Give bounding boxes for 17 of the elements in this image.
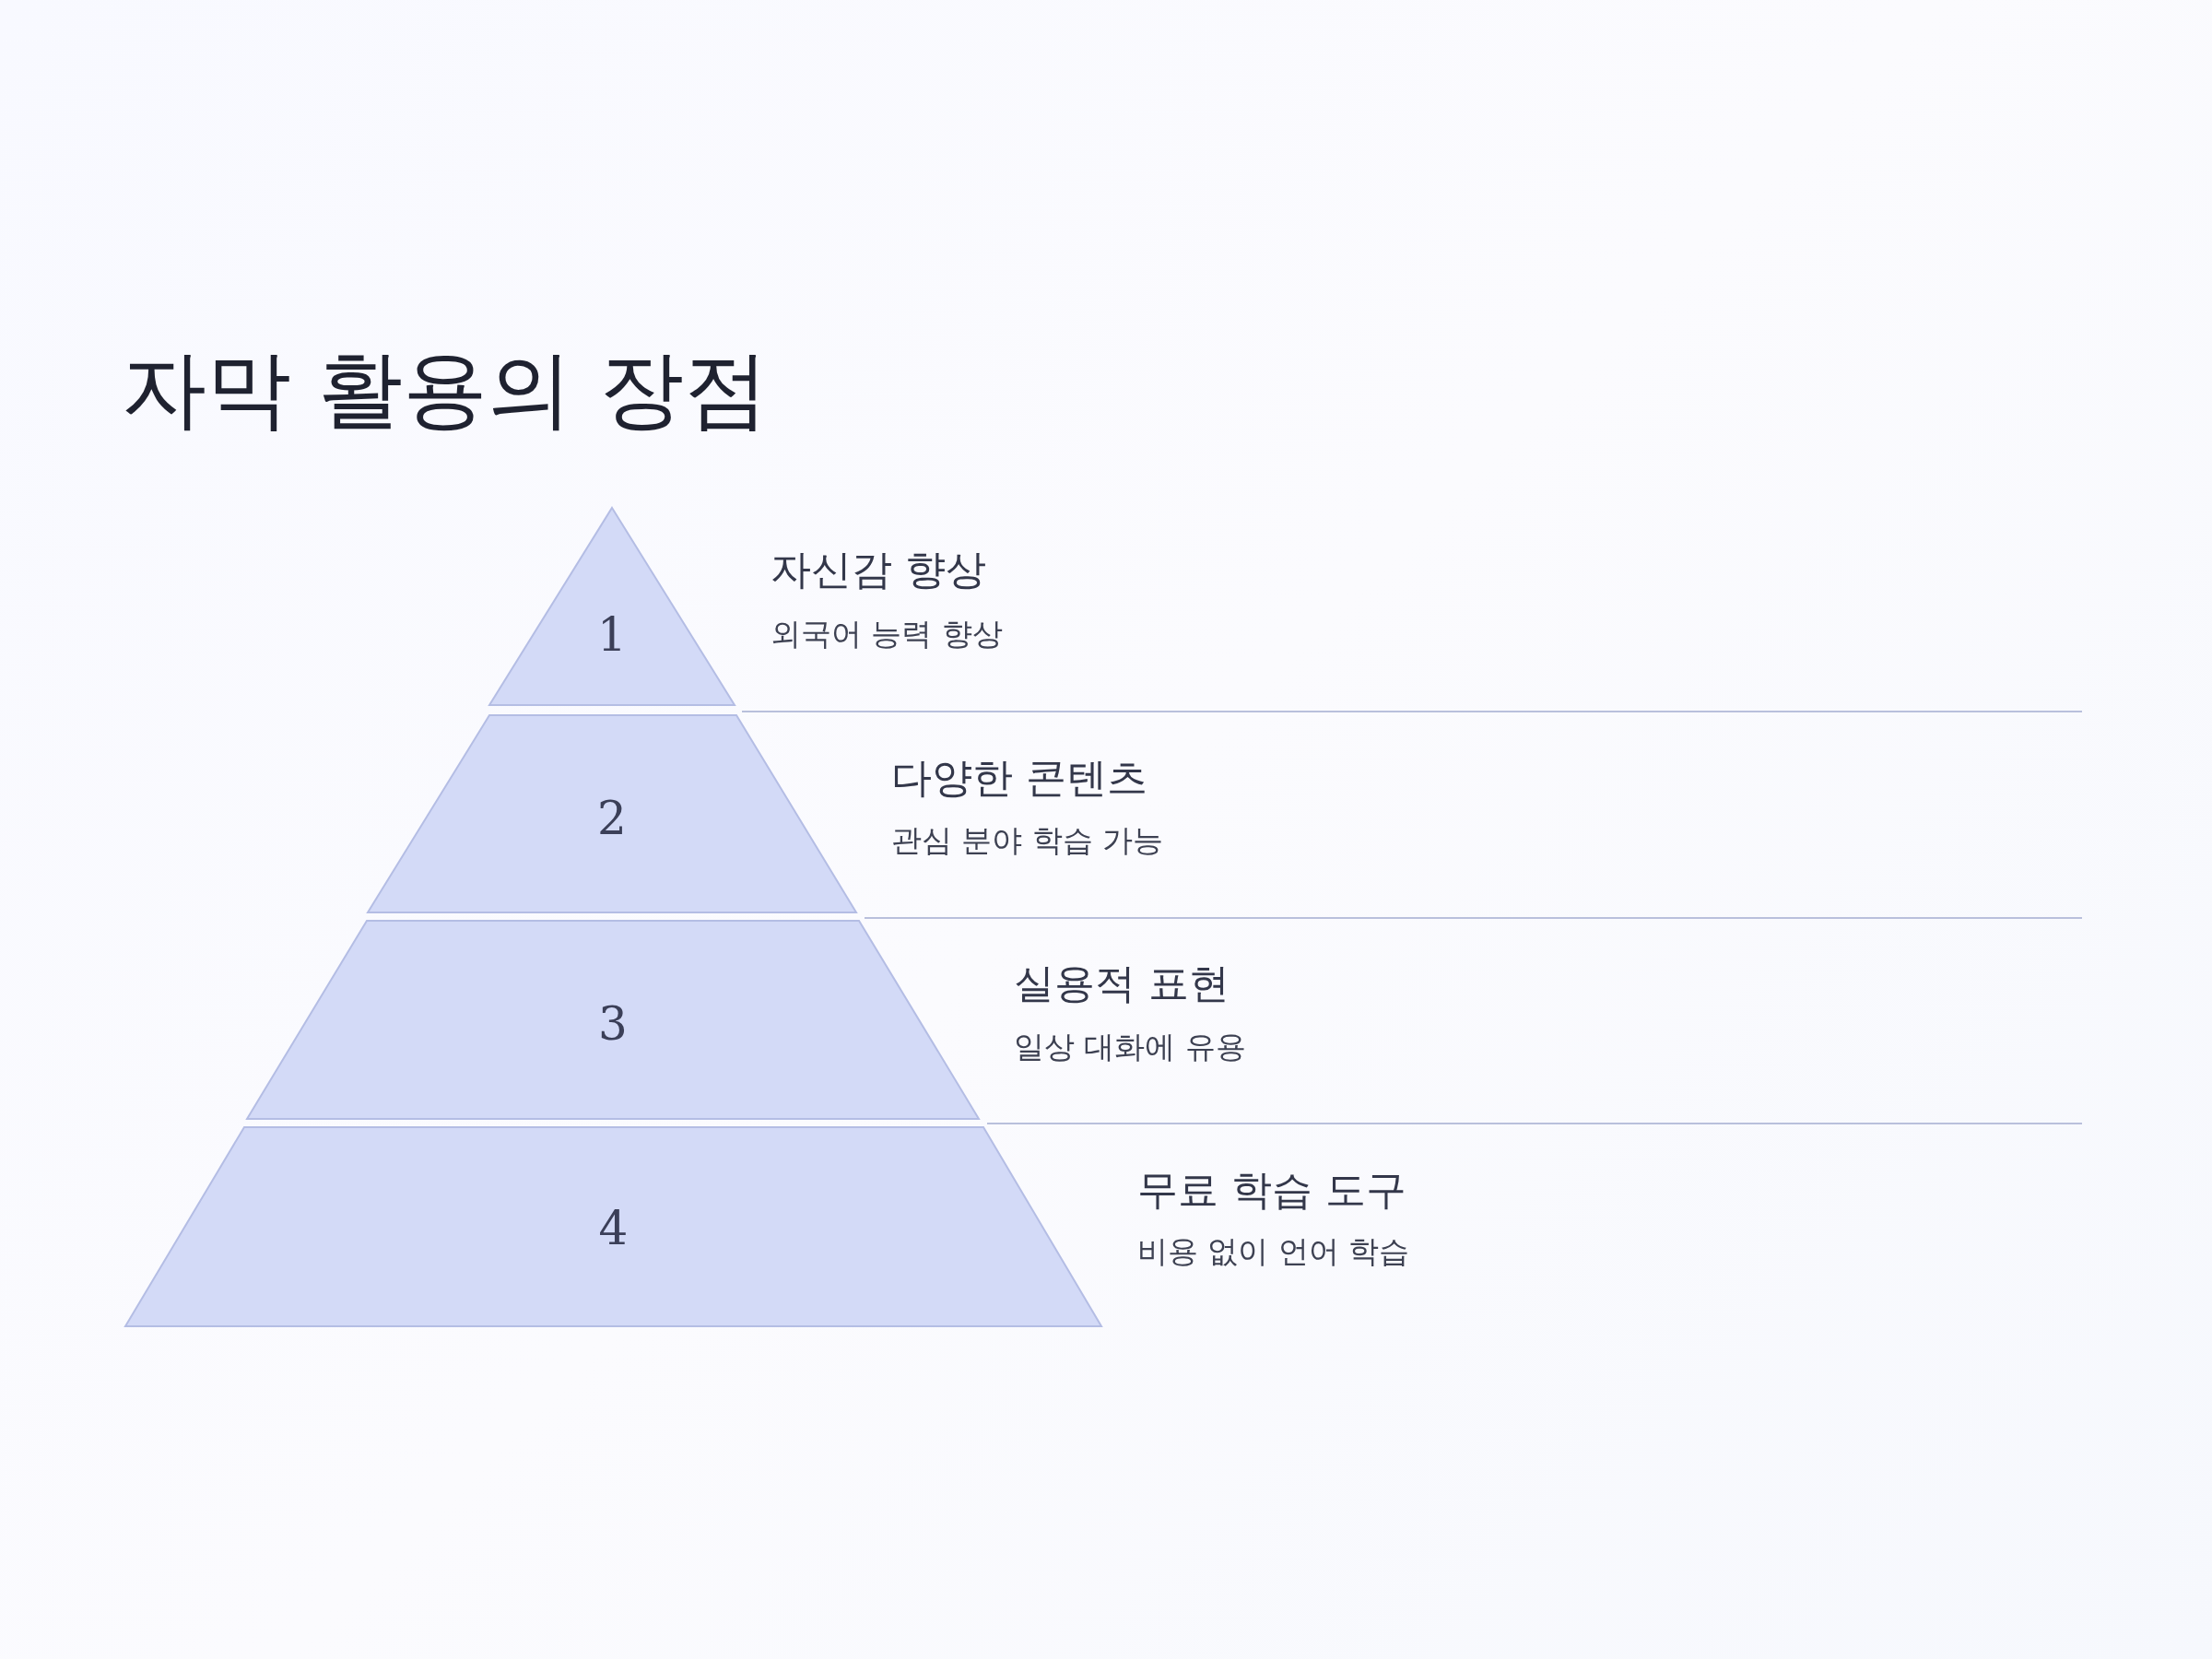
- layer-heading: 다양한 콘텐츠: [891, 754, 1147, 803]
- layer-number: 2: [596, 795, 628, 841]
- layer-number: 3: [597, 1001, 629, 1047]
- layer-number: 4: [597, 1206, 629, 1252]
- layer-description: 관심 분야 학습 가능: [891, 822, 1164, 859]
- pyramid-layer: [247, 921, 979, 1119]
- layer-description: 비용 없이 언어 학습: [1137, 1233, 1410, 1270]
- layer-description: 외국어 능력 향상: [771, 616, 1003, 653]
- pyramid-layer: [125, 1127, 1101, 1326]
- layer-heading: 실용적 표현: [1014, 959, 1230, 1008]
- layer-heading: 무료 학습 도구: [1137, 1166, 1406, 1215]
- layer-heading: 자신감 향상: [771, 546, 986, 594]
- layer-number: 1: [596, 612, 628, 658]
- pyramid-layer: [489, 508, 735, 705]
- pyramid-layer: [368, 715, 856, 912]
- slide-title: 자막 활용의 장점: [122, 339, 770, 441]
- layer-description: 일상 대화에 유용: [1014, 1029, 1246, 1065]
